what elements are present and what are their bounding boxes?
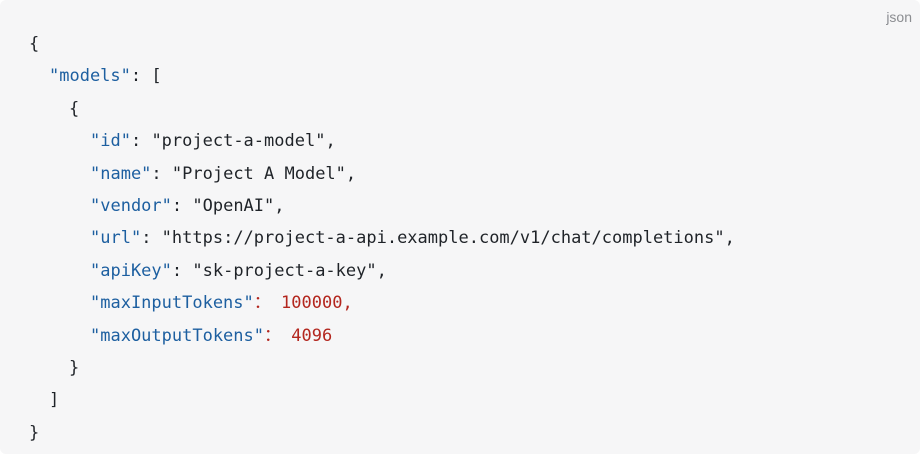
json-key: "id"	[90, 131, 131, 152]
code-line: "apiKey": "sk-project-a-key",	[29, 255, 735, 287]
language-label: json	[886, 9, 912, 25]
json-models-colon: : [	[130, 66, 162, 87]
json-item-open: {	[69, 98, 80, 119]
json-item-close: }	[69, 357, 80, 378]
json-value: "Project A Model"	[171, 163, 346, 184]
json-separator: ：	[264, 325, 292, 346]
json-value: 100000	[281, 293, 343, 314]
json-value: "sk-project-a-key"	[192, 260, 377, 281]
json-separator: ：	[253, 293, 282, 314]
code-line: "models": [	[29, 60, 735, 92]
code-line: "name": "Project A Model",	[29, 158, 735, 190]
code-line: }	[29, 352, 735, 384]
json-comma: ,	[274, 195, 285, 216]
code-line: }	[29, 417, 735, 449]
json-close-brace: }	[29, 422, 40, 443]
json-key: "maxInputTokens"	[90, 293, 254, 314]
json-value: "https://project-a-api.example.com/v1/ch…	[161, 228, 725, 249]
json-comma: ,	[376, 260, 387, 281]
json-separator: :	[141, 228, 162, 249]
json-key: "maxOutputTokens"	[90, 325, 264, 346]
code-line: {	[29, 93, 735, 125]
json-key: "apiKey"	[90, 260, 172, 281]
code-line: "maxOutputTokens"： 4096	[29, 320, 735, 352]
json-open-brace: {	[29, 34, 40, 54]
code-lines: { "models": [ { "id": "project-a-model",…	[29, 28, 735, 449]
json-comma: ,	[345, 163, 357, 184]
json-key: "url"	[90, 228, 142, 249]
json-comma: ,	[342, 293, 353, 314]
json-array-close: ]	[49, 390, 60, 411]
json-value: "OpenAI"	[192, 195, 275, 216]
json-separator: :	[171, 195, 193, 216]
code-line: "maxInputTokens"： 100000,	[29, 287, 735, 319]
code-line: {	[29, 28, 735, 60]
json-separator: :	[171, 260, 193, 281]
json-key-models: "models"	[49, 66, 131, 87]
json-key: "vendor"	[90, 195, 172, 216]
json-separator: :	[151, 163, 172, 184]
json-comma: ,	[724, 228, 735, 249]
json-key: "name"	[90, 163, 152, 184]
code-line: ]	[29, 384, 735, 416]
code-line: "vendor": "OpenAI",	[29, 190, 735, 222]
code-line: "id": "project-a-model",	[29, 125, 735, 157]
json-separator: :	[130, 131, 152, 152]
json-comma: ,	[325, 131, 336, 152]
code-line: "url": "https://project-a-api.example.co…	[29, 222, 735, 254]
json-value: 4096	[291, 325, 333, 346]
json-value: "project-a-model"	[151, 131, 326, 152]
